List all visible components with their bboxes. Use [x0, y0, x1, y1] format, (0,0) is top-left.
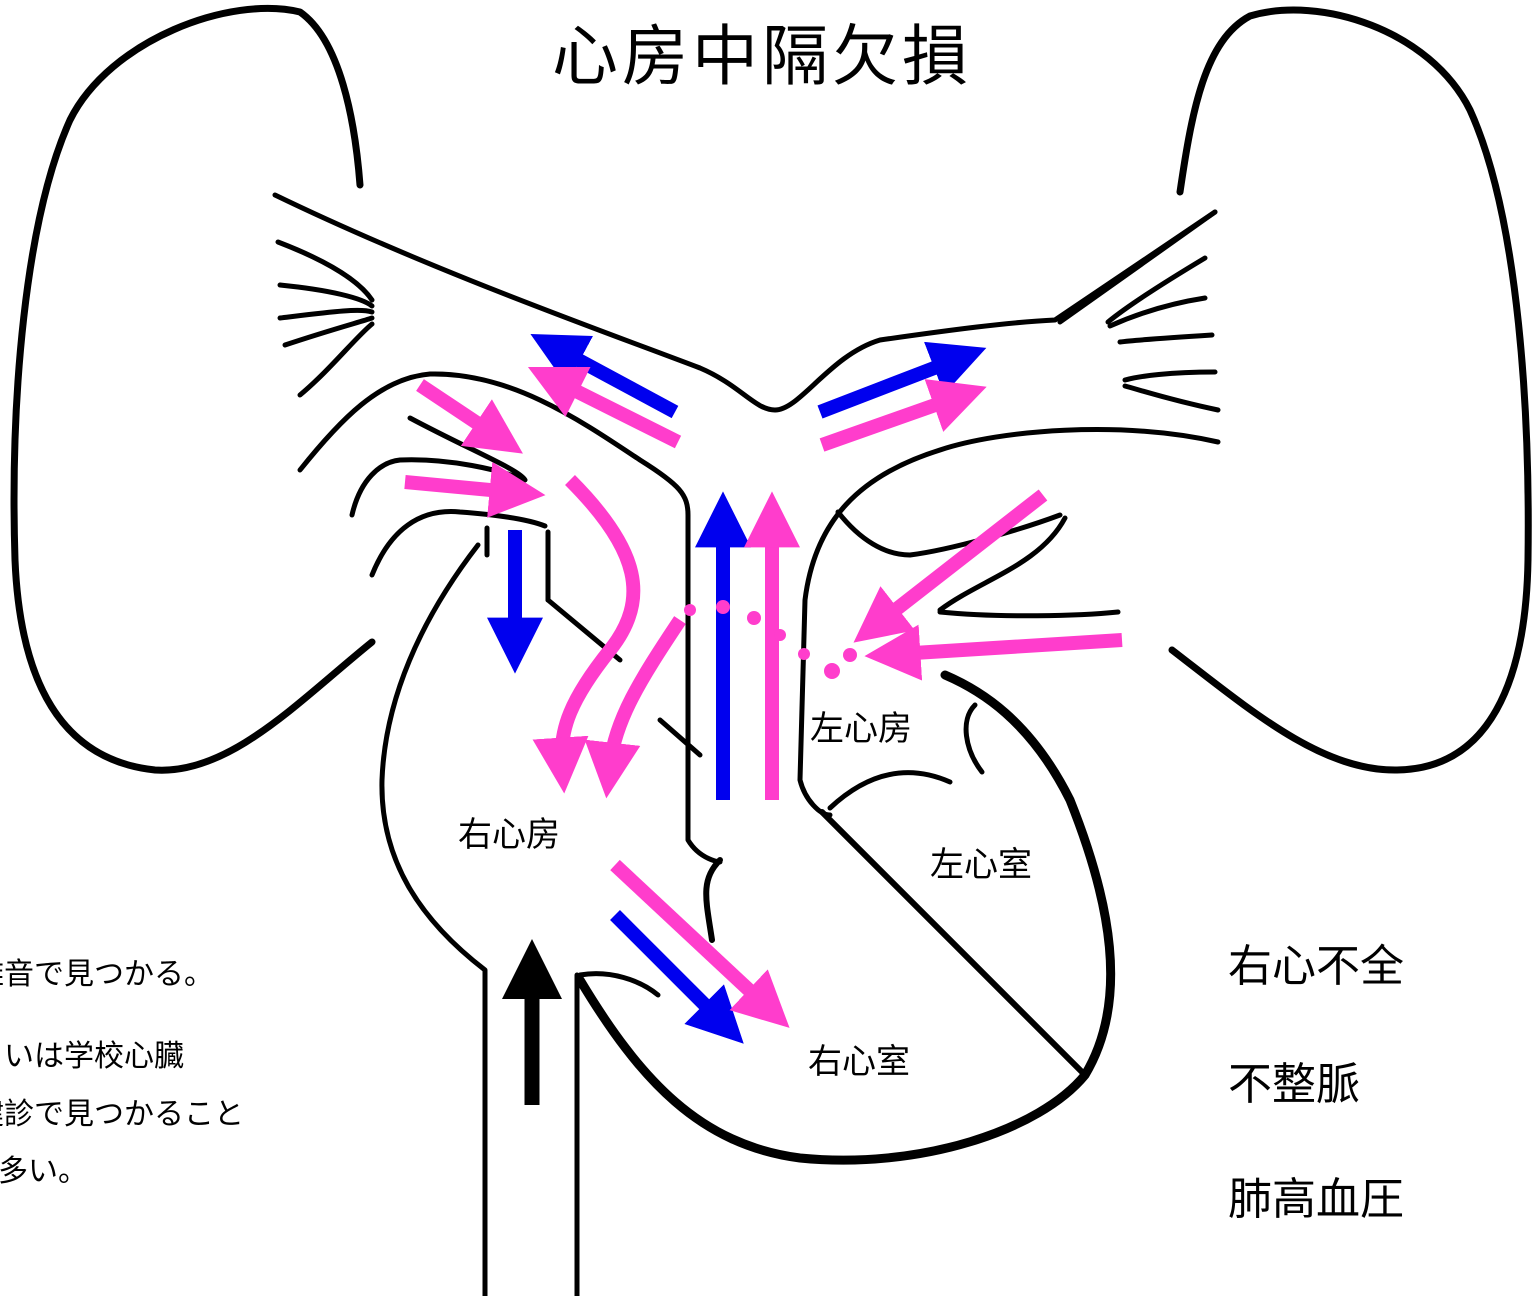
left-atrium-wall-curve: [966, 705, 982, 772]
condition-pulmonary-hypertension: 肺高血圧: [1228, 1178, 1404, 1222]
mitral-valve: [830, 773, 950, 808]
pink-arrow-svc-lower: [405, 482, 512, 492]
superior-vena-cava-outer: [352, 418, 525, 515]
pink-arrow-vein-lower: [898, 640, 1122, 654]
pulmonary-artery-right-lower: [800, 430, 1218, 815]
note-line-2: あるいは学校心臓: [0, 1042, 184, 1072]
pink-arrow-pulmonary-right: [558, 382, 678, 442]
condition-right-heart-failure: 右心不全: [1228, 945, 1404, 989]
pink-arrow-vein-upper: [880, 495, 1043, 622]
note-line-3: 健診で見つかること: [0, 1100, 244, 1130]
blue-arrow-pulmonary-right: [560, 350, 675, 412]
heart-outline: [275, 195, 1218, 1296]
pulmonary-vein-upper: [838, 512, 1060, 555]
note-line-1: 雑音で見つかる。: [0, 960, 214, 990]
note-line-4: が多い。: [0, 1157, 88, 1187]
right-lung-outline: [14, 8, 372, 770]
pulmonary-vein-lower: [940, 518, 1118, 616]
label-left-atrium: 左心房: [810, 712, 912, 746]
pulmonary-branches: [278, 242, 1218, 410]
left-lung-outline: [1172, 10, 1528, 770]
condition-arrhythmia: 不整脈: [1228, 1063, 1360, 1107]
right-atrium-outer-wall: [382, 545, 485, 1296]
label-left-ventricle: 左心室: [930, 848, 1032, 882]
diagram-title: 心房中隔欠損: [552, 24, 972, 90]
label-right-ventricle: 右心室: [808, 1045, 910, 1079]
label-right-atrium: 右心房: [458, 818, 560, 852]
blue-arrow-ventricle: [615, 915, 720, 1020]
interatrial-septum-lower: [660, 720, 700, 755]
